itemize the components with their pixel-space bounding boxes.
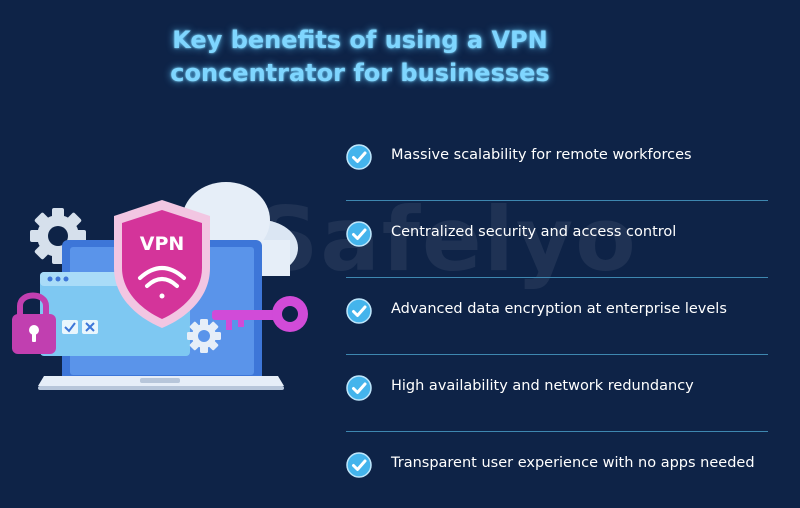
benefit-text: Centralized security and access control — [391, 224, 677, 240]
benefit-text: Massive scalability for remote workforce… — [391, 147, 692, 163]
benefit-item: High availability and network redundancy — [346, 355, 768, 432]
title-line-2: concentrator for businesses — [170, 59, 550, 87]
vpn-illustration: VPN — [12, 182, 308, 390]
wifi-icon — [138, 266, 186, 299]
benefit-text: Advanced data encryption at enterprise l… — [391, 301, 727, 317]
check-circle-icon — [346, 298, 372, 324]
benefits-list: Massive scalability for remote workforce… — [346, 124, 768, 508]
padlock-icon — [12, 292, 56, 354]
benefit-text: Transparent user experience with no apps… — [391, 455, 755, 471]
benefit-item: Centralized security and access control — [346, 201, 768, 278]
key-icon — [212, 296, 308, 332]
title-line-1: Key benefits of using a VPN — [172, 26, 548, 54]
check-circle-icon — [346, 375, 372, 401]
benefit-item: Advanced data encryption at enterprise l… — [346, 278, 768, 355]
shield-icon — [114, 200, 210, 328]
check-circle-icon — [346, 221, 372, 247]
benefit-item: Transparent user experience with no apps… — [346, 432, 768, 508]
shield-vpn-label: VPN — [140, 233, 185, 255]
benefit-item: Massive scalability for remote workforce… — [346, 124, 768, 201]
check-circle-icon — [346, 452, 372, 478]
benefit-text: High availability and network redundancy — [391, 378, 694, 394]
check-circle-icon — [346, 144, 372, 170]
small-gear-icon — [187, 319, 221, 353]
page-title: Key benefits of using a VPN concentrator… — [150, 24, 570, 90]
